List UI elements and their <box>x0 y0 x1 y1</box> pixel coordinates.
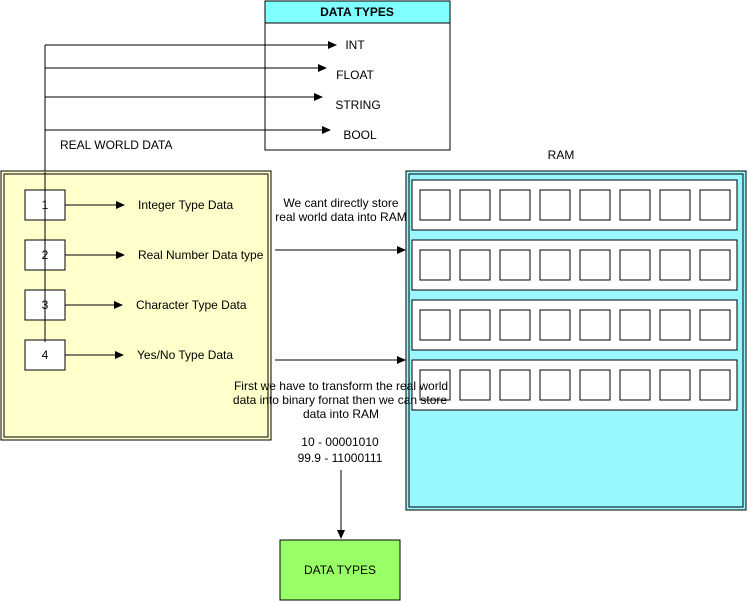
ram-cell <box>699 249 731 281</box>
ram-cell <box>579 189 611 221</box>
ram-cell <box>579 309 611 341</box>
ram-cell <box>699 189 731 221</box>
ram-cell <box>459 249 491 281</box>
ram-cell <box>619 369 651 401</box>
transform-note-line3: data into RAM <box>303 407 379 421</box>
ram-cell <box>419 369 451 401</box>
data-types-header <box>264 0 451 24</box>
data-types-title: DATA TYPES <box>320 5 394 19</box>
ram-cell <box>539 369 571 401</box>
ram-cell <box>499 189 531 221</box>
ram-cell <box>579 249 611 281</box>
bottom-data-types-box: DATA TYPES <box>279 539 401 601</box>
data-type-string: STRING <box>335 98 380 112</box>
ram-cell <box>419 249 451 281</box>
ram-cell <box>659 369 691 401</box>
ram-cell <box>499 309 531 341</box>
binary-example-2: 99.9 - 11000111 <box>298 451 383 465</box>
ram-cell <box>459 189 491 221</box>
ram-cell <box>659 309 691 341</box>
data-type-int: INT <box>345 38 365 52</box>
item-label: Integer Type Data <box>138 198 234 212</box>
ram-cell <box>539 189 571 221</box>
ram-cell <box>499 369 531 401</box>
transform-note-line2: data into binary fornat then we can stor… <box>233 393 447 407</box>
item-label: Real Number Data type <box>138 248 264 262</box>
type-arrows <box>44 41 337 342</box>
item-4: 4 Yes/No Type Data <box>24 339 233 371</box>
ram-cell <box>579 369 611 401</box>
ram-cell <box>539 249 571 281</box>
ram-cell <box>419 189 451 221</box>
real-world-items: 1 Integer Type Data 2 Real Number Data t… <box>24 189 264 371</box>
ram-cell <box>539 309 571 341</box>
cant-store-note-line2: real world data into RAM <box>275 210 406 224</box>
ram-cell <box>619 189 651 221</box>
item-label: Character Type Data <box>136 298 247 312</box>
ram-cell <box>659 189 691 221</box>
ram-rows <box>411 179 738 411</box>
data-type-bool: BOOL <box>343 128 377 142</box>
item-label: Yes/No Type Data <box>137 348 233 362</box>
cant-store-note-line1: We cant directly store <box>283 196 398 210</box>
ram-cell <box>659 249 691 281</box>
ram-cell <box>499 249 531 281</box>
ram-cell <box>459 309 491 341</box>
ram-cell <box>699 369 731 401</box>
ram-cell <box>619 309 651 341</box>
item-number: 4 <box>42 348 49 362</box>
transform-note-line1: First we have to transform the real worl… <box>234 379 448 393</box>
real-world-label: REAL WORLD DATA <box>60 138 172 152</box>
ram-cell <box>619 249 651 281</box>
binary-example-1: 10 - 00001010 <box>301 435 379 449</box>
data-types-box: DATA TYPES INT FLOAT STRING BOOL <box>264 0 451 151</box>
ram-label: RAM <box>548 148 575 162</box>
data-type-float: FLOAT <box>336 68 374 82</box>
ram-cell <box>419 309 451 341</box>
bottom-data-types-label: DATA TYPES <box>304 563 376 577</box>
ram-cell <box>699 309 731 341</box>
ram-cell <box>459 369 491 401</box>
